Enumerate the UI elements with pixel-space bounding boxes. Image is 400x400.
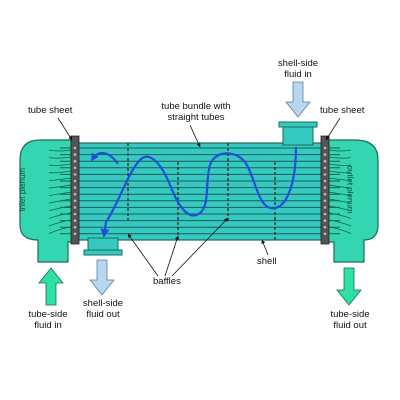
tube-hole — [323, 146, 327, 150]
outlet-plenum-label: outlet plenum — [345, 165, 355, 214]
tube-hole — [323, 166, 327, 170]
label-line: shell-side — [277, 58, 319, 69]
shell-label: shell — [257, 256, 277, 267]
shell-side-outlet-arrow — [89, 259, 115, 296]
plenum-tube-end — [48, 149, 72, 152]
baffles — [127, 143, 276, 240]
tube-bundle-label: tube bundle with straight tubes — [146, 101, 246, 123]
shell-side-flow-path — [100, 146, 298, 238]
tube-hole — [323, 219, 327, 222]
tube-hole — [323, 186, 327, 189]
tube-hole — [73, 232, 77, 236]
inlet-plenum-label: inlet plenum — [18, 167, 28, 212]
plenum-tube-end — [48, 198, 72, 204]
tube-hole — [323, 159, 327, 163]
tube-hole — [73, 192, 77, 196]
tube-hole — [73, 206, 77, 209]
leader-lines — [57, 117, 341, 277]
shell-side-fluid-out-label: shell-side fluid out — [75, 298, 131, 320]
label-line: fluid in — [284, 69, 312, 80]
tube-hole — [73, 146, 77, 150]
tube-hole — [73, 153, 77, 156]
tube-hole — [323, 232, 327, 236]
plenum-tube-end — [328, 170, 352, 174]
tube-sheet-right-label: tube sheet — [320, 105, 365, 116]
tube-hole — [73, 159, 77, 163]
tube-hole — [73, 173, 77, 176]
plenum-tube-end — [48, 205, 72, 212]
plenum-tube-end — [328, 191, 352, 196]
plenum-tube-end — [328, 149, 352, 152]
plenum-tube-end — [328, 163, 352, 166]
tube-side-fluid-out-label: tube-side fluid out — [322, 309, 378, 331]
plenum-tube-end — [328, 177, 352, 181]
plenum-tube-end — [48, 191, 72, 196]
label-line: tube-side — [28, 309, 68, 320]
shell-side-fluid-in-label: shell-side fluid in — [270, 58, 326, 80]
plenum-tube-end — [48, 170, 72, 174]
tube-hole — [323, 173, 327, 176]
tube-hole — [323, 206, 327, 209]
label-line: tube bundle with — [161, 101, 231, 112]
plenum-tube-end — [328, 219, 352, 227]
tube-hole — [73, 166, 77, 170]
plenum-tube-end — [328, 205, 352, 212]
plenum-tube-end — [328, 156, 352, 159]
plenum-tube-end — [48, 177, 72, 181]
shell-body — [74, 142, 326, 241]
tube-side-inlet-arrow — [38, 267, 64, 306]
plenum-tube-end — [328, 198, 352, 204]
tube-hole — [73, 186, 77, 189]
shell-side-inlet-nozzle — [282, 124, 314, 146]
tube-hole — [323, 153, 327, 156]
label-line: fluid out — [86, 309, 120, 320]
plenum-tube-end — [328, 184, 352, 189]
tube-side-outlet-arrow — [336, 267, 362, 306]
tube-side-fluid-in-label: tube-side fluid in — [20, 309, 76, 331]
tube-sheet-right — [320, 135, 330, 245]
tube-hole — [73, 199, 77, 203]
shell-side-inlet-arrow — [285, 81, 311, 118]
outlet-plenum — [324, 139, 379, 263]
plenum-tube-end — [48, 212, 72, 219]
plenum-tube-end — [48, 184, 72, 189]
tube-hole — [323, 179, 327, 183]
tube-hole — [73, 225, 77, 229]
tube-hole — [73, 179, 77, 183]
tube-hole — [323, 199, 327, 203]
tube-hole — [73, 219, 77, 222]
plenum-tube-end — [48, 219, 72, 227]
label-line: fluid in — [34, 320, 62, 331]
tube-sheet-left-label: tube sheet — [28, 105, 73, 116]
tube-hole — [323, 192, 327, 196]
label-line: tube-side — [330, 309, 370, 320]
tube-sheet-holes — [73, 146, 327, 236]
plenum-tube-end — [48, 226, 72, 234]
tube-hole — [73, 212, 77, 216]
label-line: shell-side — [82, 298, 124, 309]
plenum-tube-end — [328, 212, 352, 219]
tube-sheet-left — [70, 135, 80, 245]
inlet-plenum — [19, 139, 76, 263]
plenum-tube-end — [48, 156, 72, 159]
plenum-tube-end — [48, 163, 72, 166]
label-line: fluid out — [333, 320, 367, 331]
tube-hole — [323, 212, 327, 216]
tube-hole — [323, 225, 327, 229]
plenum-tube-end — [328, 226, 352, 234]
baffles-label: baffles — [153, 276, 181, 287]
label-line: straight tubes — [167, 112, 225, 123]
